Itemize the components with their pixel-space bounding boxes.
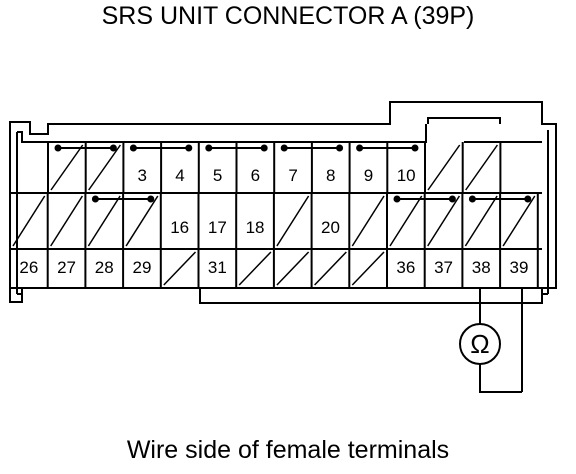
empty-cavity-mark: [465, 144, 499, 191]
empty-cavity-mark: [50, 195, 84, 247]
shorting-bar-end: [524, 195, 532, 203]
empty-cavity-mark: [163, 251, 197, 286]
empty-cavity-mark: [50, 144, 84, 191]
empty-cavity-mark: [12, 195, 46, 247]
terminal-number: 9: [364, 166, 373, 185]
diagram-caption: Wire side of female terminals: [126, 436, 450, 464]
shorting-bar-end: [468, 195, 476, 203]
terminal-number: 31: [208, 258, 227, 277]
meter-lead-bottom: [479, 364, 522, 393]
connector-latch: [427, 117, 501, 124]
empty-cavity-mark: [351, 251, 385, 286]
terminal-number: 26: [19, 258, 38, 277]
terminal-number: 39: [509, 258, 528, 277]
shorting-bar-end: [411, 144, 419, 152]
terminal-number: 18: [246, 218, 265, 237]
terminal-number: 4: [175, 166, 184, 185]
empty-cavity-mark: [276, 195, 310, 247]
empty-cavity-mark: [389, 195, 423, 247]
empty-cavity-mark: [351, 195, 385, 247]
empty-cavity-mark: [125, 195, 159, 247]
shorting-bar-end: [356, 144, 364, 152]
empty-cavity-mark: [502, 195, 536, 247]
diagram-title: SRS UNIT CONNECTOR A (39P): [101, 2, 475, 30]
empty-cavity-mark: [88, 144, 122, 191]
empty-cavity-mark: [427, 144, 461, 191]
shorting-bar-end: [129, 144, 137, 152]
terminal-number: 37: [434, 258, 453, 277]
terminal-number: 8: [326, 166, 335, 185]
terminal-number: 10: [397, 166, 416, 185]
terminal-number: 5: [213, 166, 222, 185]
shorting-bar-end: [280, 144, 288, 152]
shorting-bar-end: [147, 195, 155, 203]
terminal-number: 7: [288, 166, 297, 185]
shorting-bar-end: [91, 195, 99, 203]
empty-cavity-mark: [314, 251, 347, 286]
shorting-bar-end: [185, 144, 193, 152]
empty-cavity-mark: [276, 251, 310, 286]
terminal-number: 3: [138, 166, 147, 185]
terminal-number: 29: [132, 258, 151, 277]
terminal-number: 27: [57, 258, 76, 277]
terminal-number: 6: [251, 166, 260, 185]
empty-cavity-mark: [238, 251, 272, 286]
shorting-bar-end: [54, 144, 62, 152]
terminal-number: 28: [95, 258, 114, 277]
shorting-bar-end: [393, 195, 401, 203]
empty-cavity-mark: [87, 195, 121, 247]
shorting-bar-end: [260, 144, 268, 152]
terminal-number: 16: [170, 218, 189, 237]
terminal-number: 20: [321, 218, 340, 237]
shorting-bar-end: [205, 144, 213, 152]
ohmmeter-icon: [459, 323, 501, 365]
shorting-bar-end: [448, 195, 456, 203]
connector-inner-body: [16, 124, 427, 295]
ohmmeter-symbol: Ω: [470, 329, 489, 359]
shorting-bar-end: [336, 144, 344, 152]
terminal-number: 17: [208, 218, 227, 237]
empty-cavity-mark: [427, 195, 461, 247]
terminal-number: 36: [396, 258, 415, 277]
shorting-bar-end: [109, 144, 117, 152]
empty-cavity-mark: [464, 195, 498, 247]
terminal-number: 38: [472, 258, 491, 277]
